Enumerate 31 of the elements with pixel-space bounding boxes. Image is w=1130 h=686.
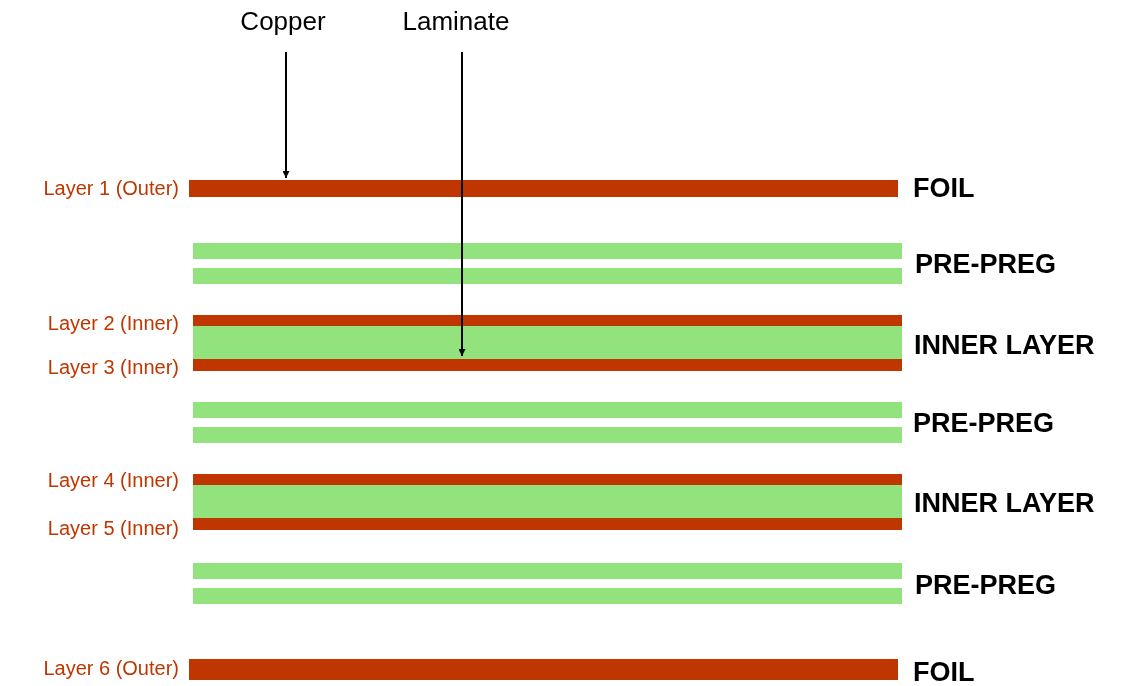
leader-arrow — [282, 51, 290, 179]
stack-label: PRE-PREG — [913, 408, 1055, 439]
layer-label: Layer 3 (Inner) — [47, 356, 179, 379]
prepreg-sheet — [193, 427, 902, 443]
stack-label: INNER LAYER — [914, 488, 1095, 519]
stack-label: FOIL — [913, 173, 975, 204]
prepreg-sheet — [193, 268, 902, 284]
part-label: Laminate — [402, 6, 510, 37]
copper-layer — [193, 315, 902, 326]
laminate-core — [193, 485, 902, 518]
copper-foil-layer — [189, 659, 898, 680]
prepreg-sheet — [193, 402, 902, 418]
copper-layer — [193, 518, 902, 530]
stack-label: PRE-PREG — [915, 570, 1057, 601]
prepreg-sheet — [193, 563, 902, 579]
layer-label: Layer 1 (Outer) — [43, 177, 179, 200]
prepreg-sheet — [193, 243, 902, 259]
part-label: Copper — [240, 6, 326, 37]
layer-label: Layer 4 (Inner) — [47, 469, 179, 492]
layer-label: Layer 2 (Inner) — [47, 312, 179, 335]
layer-label: Layer 6 (Outer) — [43, 657, 179, 680]
copper-layer — [193, 474, 902, 485]
leader-arrow — [458, 51, 466, 357]
layer-label: Layer 5 (Inner) — [47, 517, 179, 540]
copper-layer — [193, 359, 902, 371]
prepreg-sheet — [193, 588, 902, 604]
copper-foil-layer — [189, 180, 898, 197]
laminate-core — [193, 326, 902, 359]
stack-label: FOIL — [913, 657, 975, 686]
stack-label: PRE-PREG — [915, 249, 1057, 280]
stack-label: INNER LAYER — [914, 330, 1095, 361]
